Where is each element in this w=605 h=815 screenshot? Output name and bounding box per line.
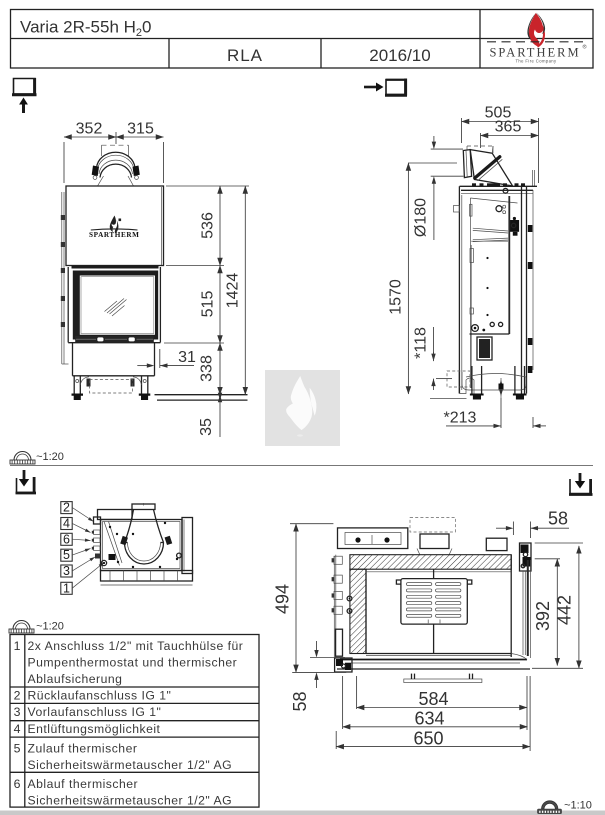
svg-text:634: 634 [414,709,444,729]
svg-text:*118: *118 [413,327,430,359]
svg-text:~1:20: ~1:20 [36,621,64,633]
svg-text:5: 5 [14,742,21,756]
svg-text:58: 58 [290,691,310,711]
svg-text:SPARTHERM: SPARTHERM [89,231,140,239]
svg-text:Sicherheitswärmetauscher 1/2": Sicherheitswärmetauscher 1/2" AG [28,793,233,807]
svg-text:315: 315 [127,121,154,138]
svg-text:338: 338 [199,355,216,382]
svg-text:*213: *213 [444,410,477,427]
svg-text:1: 1 [63,581,70,595]
svg-text:1570: 1570 [388,279,405,315]
svg-text:352: 352 [76,121,103,138]
svg-text:31: 31 [178,349,196,366]
svg-text:Ablauf thermischer: Ablauf thermischer [28,777,139,791]
svg-text:3: 3 [14,705,21,719]
svg-text:1: 1 [14,639,21,653]
svg-text:6: 6 [14,777,21,791]
svg-text:494: 494 [273,584,293,614]
svg-text:Ablaufsicherung: Ablaufsicherung [28,672,123,686]
svg-text:Entlüftungsmöglichkeit: Entlüftungsmöglichkeit [28,722,161,736]
svg-text:Ø180: Ø180 [413,198,430,237]
svg-text:Sicherheitswärmetauscher 1/2": Sicherheitswärmetauscher 1/2" AG [28,758,233,772]
svg-text:584: 584 [418,689,448,709]
svg-text:35: 35 [198,418,215,436]
svg-text:Pumpenthermostat und thermisch: Pumpenthermostat und thermischer [28,656,238,670]
svg-text:536: 536 [200,212,217,239]
svg-text:515: 515 [200,291,217,318]
svg-text:Rücklaufanschluss IG 1": Rücklaufanschluss IG 1" [28,689,172,703]
svg-text:2: 2 [14,689,21,703]
svg-text:4: 4 [14,722,21,736]
svg-text:392: 392 [533,601,553,631]
svg-text:6: 6 [63,532,70,546]
svg-text:5: 5 [63,548,70,562]
svg-text:Zulauf thermischer: Zulauf thermischer [28,742,138,756]
svg-text:442: 442 [555,595,575,625]
svg-text:~1:20: ~1:20 [36,451,64,463]
svg-text:®: ® [583,44,587,51]
svg-text:2016/10: 2016/10 [369,46,430,65]
svg-text:~1:10: ~1:10 [564,800,592,812]
svg-text:4: 4 [63,517,70,531]
svg-text:Varia 2R-55h H20: Varia 2R-55h H20 [20,18,152,40]
svg-text:2x Anschluss 1/2" mit Tauchhül: 2x Anschluss 1/2" mit Tauchhülse für [28,639,244,653]
svg-text:365: 365 [495,119,522,136]
svg-text:The Fire Company: The Fire Company [515,58,557,63]
svg-text:RLA: RLA [227,46,263,65]
svg-text:SPARTHERM: SPARTHERM [489,46,580,60]
svg-text:1424: 1424 [225,273,242,309]
svg-text:650: 650 [413,729,443,749]
svg-text:505: 505 [485,105,512,122]
svg-text:3: 3 [63,564,70,578]
svg-text:58: 58 [548,509,568,529]
svg-text:Vorlaufanschluss IG 1": Vorlaufanschluss IG 1" [28,705,162,719]
svg-text:2: 2 [63,501,70,515]
